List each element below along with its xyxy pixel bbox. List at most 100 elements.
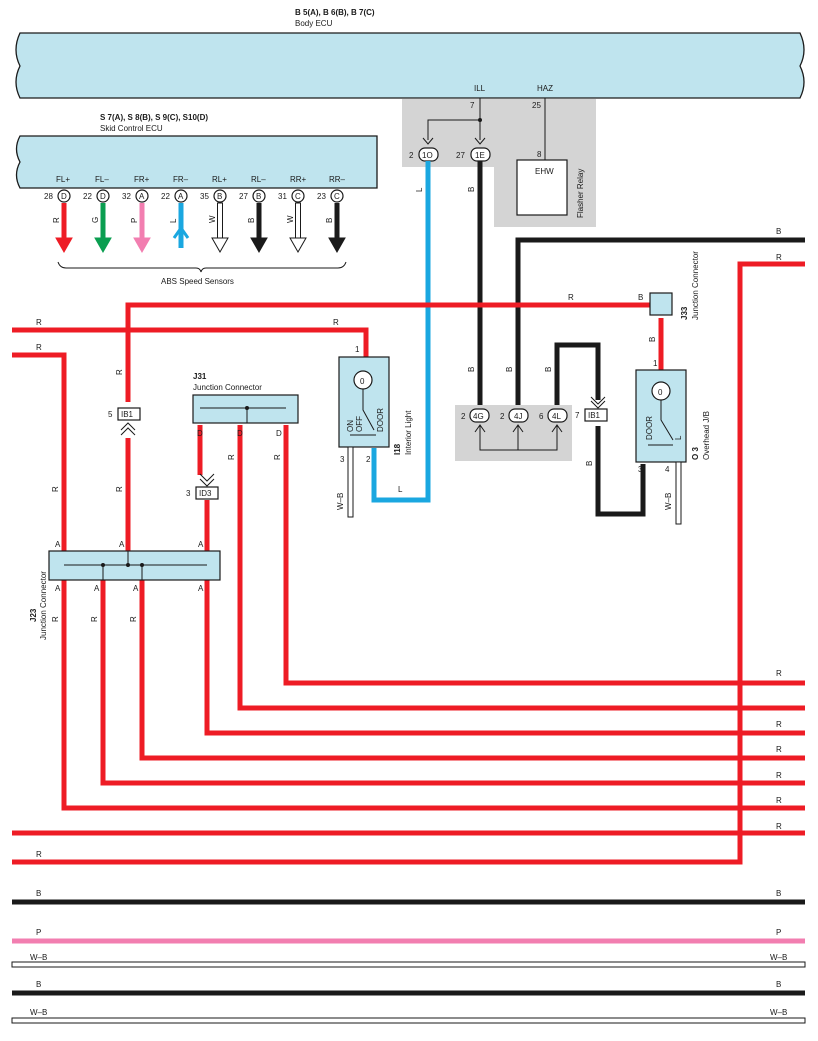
wire-b-label-br-1: B <box>776 889 781 898</box>
connector-1o-label: 1O <box>422 151 433 160</box>
j23-top-pin-2: A <box>119 540 125 549</box>
j33-pin: B <box>638 293 643 302</box>
skid-terminal-conn-4 <box>213 189 227 203</box>
wire-r-label-j23-b3: R <box>129 616 138 622</box>
sensor-arrow-6 <box>289 237 307 254</box>
ib1-left-arrow <box>120 422 136 436</box>
ill-junction-dot <box>478 118 482 122</box>
sensor-arrow-7 <box>328 237 346 254</box>
wire-wb-label-overhead: W–B <box>664 493 673 510</box>
wire-r-label-ib1-up: R <box>115 369 124 375</box>
wire-r-label-j23-2: R <box>115 486 124 492</box>
haz-pin: 25 <box>532 101 541 110</box>
j23-bottom-pin-1: A <box>55 584 61 593</box>
skid-terminal-name-3: FR– <box>173 175 189 184</box>
j33-box <box>649 292 673 316</box>
sensor-wire-label-0: R <box>52 217 61 223</box>
bulb-filament: 0 <box>360 377 365 386</box>
skid-terminal-pin-1: 22 <box>83 192 92 201</box>
overhead-filament: 0 <box>658 388 663 397</box>
j31-pin-1: D <box>197 429 203 438</box>
overhead-jb-pin3: 3 <box>638 465 643 474</box>
interior-light-switch <box>350 389 376 436</box>
wire-b-label-ib1: B <box>585 461 594 466</box>
connector-4j <box>508 408 529 423</box>
skid-terminal-conn-2 <box>135 189 149 203</box>
skid-terminal-name-4: RL+ <box>212 175 227 184</box>
flasher-relay-pin: 8 <box>537 150 542 159</box>
abs-sensors-label: ABS Speed Sensors <box>161 277 234 286</box>
ib1-left-label: IB1 <box>121 410 134 419</box>
wire-r-to-j33 <box>125 302 650 402</box>
j33-id: J33 <box>680 306 689 320</box>
wire-b-4j-right <box>515 237 805 405</box>
skid-terminal-name-7: RR– <box>329 175 346 184</box>
wire-p-label-r: P <box>776 928 781 937</box>
skid-terminal-conn-1 <box>96 189 110 203</box>
connector-1e-pin: 27 <box>456 151 465 160</box>
wire-wb-label-l2: W–B <box>30 1008 47 1017</box>
overhead-jb-pin4: 4 <box>665 465 670 474</box>
skid-terminal-pin-5: 27 <box>239 192 248 201</box>
ib1-right-connector <box>584 408 608 422</box>
wire-r-j31-right <box>283 425 805 686</box>
connector-4g <box>469 408 490 423</box>
skid-terminal-name-0: FL+ <box>56 175 70 184</box>
connector-4j-label: 4J <box>514 412 522 421</box>
wire-b-label-right-top: B <box>776 227 781 236</box>
j31-dot <box>245 406 249 410</box>
skid-terminal-name-2: FR+ <box>134 175 150 184</box>
wire-wb-overhead <box>675 461 682 525</box>
wire-wb-interior <box>347 446 354 518</box>
wire-r-left-2 <box>12 352 67 551</box>
interior-light-on: ON <box>346 420 355 432</box>
j33-name: Junction Connector <box>691 251 700 320</box>
id3-pin: 3 <box>186 489 191 498</box>
ill-pin: 7 <box>470 101 475 110</box>
skid-terminal-pin-3: 22 <box>161 192 170 201</box>
skid-terminal-conn-label-6: C <box>295 192 301 201</box>
flasher-relay-name: Flasher Relay <box>576 169 585 218</box>
wire-r-label-r3: R <box>776 745 782 754</box>
sensor-wire-label-7: B <box>325 218 334 223</box>
j31-id: J31 <box>193 372 207 381</box>
haz-label: HAZ <box>537 84 553 93</box>
j23-bottom-pin-2: A <box>94 584 100 593</box>
skid-terminal-conn-label-2: A <box>139 192 145 201</box>
wire-b-label-4g: B <box>467 367 476 372</box>
ill-label: ILL <box>474 84 486 93</box>
wire-r-label-j33: R <box>568 293 574 302</box>
j31-pin-2: D <box>237 429 243 438</box>
wire-wb-label-l1: W–B <box>30 953 47 962</box>
skid-terminal-conn-label-5: B <box>256 192 261 201</box>
skid-terminal-conn-label-4: B <box>217 192 222 201</box>
wire-b-label-bl-2: B <box>36 980 41 989</box>
wire-r-label-bottom-left: R <box>36 850 42 859</box>
wire-r-label-r4: R <box>776 771 782 780</box>
skid-terminal-pin-4: 35 <box>200 192 209 201</box>
wire-l-label-2: L <box>398 485 403 494</box>
skid-terminal-conn-label-3: A <box>178 192 184 201</box>
skid-terminal-conn-label-0: D <box>61 192 67 201</box>
connector-4l <box>547 408 568 423</box>
wire-wb-bottom-1 <box>11 961 806 968</box>
interior-light-id: I18 <box>393 443 402 455</box>
skid-terminal-conn-label-7: C <box>334 192 340 201</box>
sensor-wire-label-6: W <box>286 215 295 223</box>
interior-light-pin2: 2 <box>366 455 371 464</box>
j23-id: J23 <box>29 608 38 622</box>
wire-p-label-l: P <box>36 928 41 937</box>
skid-terminal-conn-7 <box>330 189 344 203</box>
skid-ecu-connectors: S 7(A), S 8(B), S 9(C), S10(D) <box>100 113 208 122</box>
flasher-relay-terminal: EHW <box>535 167 554 176</box>
c1e-arrow <box>474 137 486 145</box>
skid-terminal-pin-2: 32 <box>122 192 131 201</box>
id3-connector <box>195 486 219 500</box>
interior-light-pin1: 1 <box>355 345 360 354</box>
j31-bus <box>200 407 286 423</box>
skid-ecu-name: Skid Control ECU <box>100 124 163 133</box>
sensor-wire-label-3: L <box>169 218 178 223</box>
wire-r-j23-a1 <box>61 580 805 811</box>
wire-r-j23-a3 <box>139 580 805 761</box>
